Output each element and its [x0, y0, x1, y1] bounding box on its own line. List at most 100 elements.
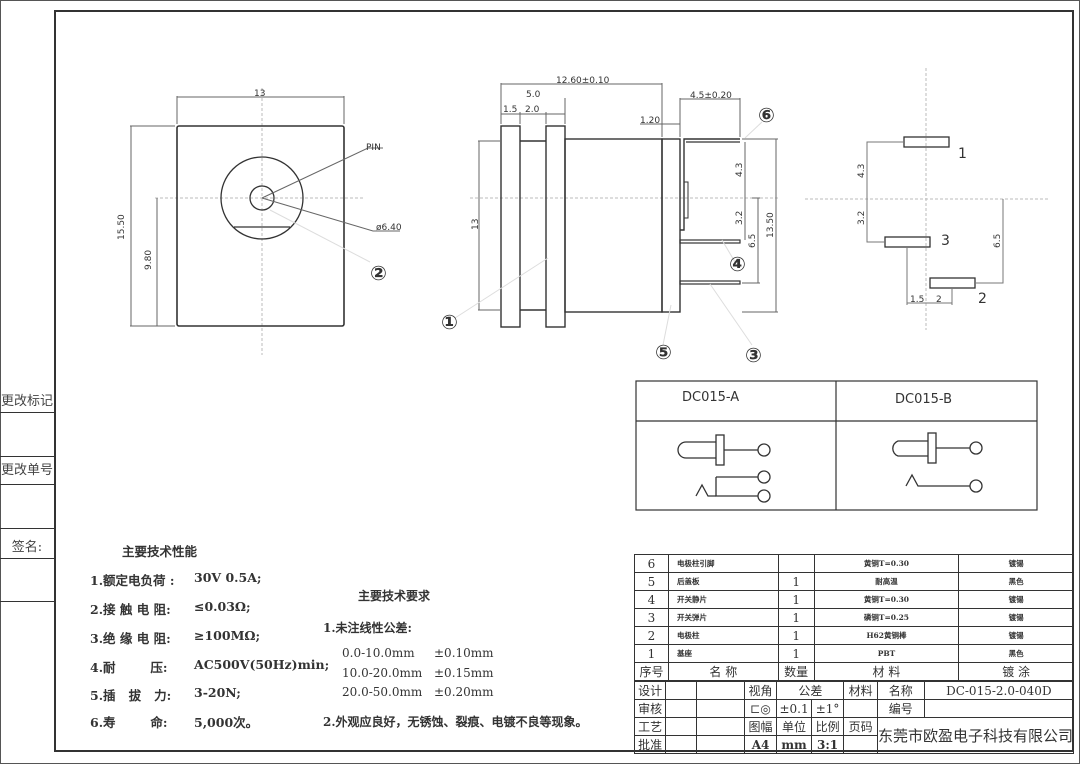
front-width-label: 13	[254, 89, 265, 99]
pin-label: PIN	[366, 143, 381, 153]
callout-2: ②	[370, 261, 387, 285]
diameter-label: ø6.40	[376, 223, 402, 233]
table-cell: A4	[743, 735, 778, 754]
requirement-1: 1.未注线性公差:	[323, 621, 412, 635]
table-cell: 视角	[743, 681, 778, 700]
perf-value: 5,000次。	[194, 715, 259, 730]
contact	[683, 181, 689, 219]
table-cell: 耐高温	[813, 572, 960, 591]
body	[564, 138, 663, 313]
table-cell: 比例	[810, 717, 845, 736]
dim-3-2-label: 3.2	[735, 211, 745, 225]
rear-flange	[545, 125, 566, 328]
callout-4: ④	[729, 252, 746, 276]
table-cell: mm	[776, 735, 812, 754]
table-cell: 6	[634, 554, 669, 573]
table-cell	[843, 735, 878, 754]
bom-header-row: 序号名 称数量材 料镀 涂	[634, 662, 1074, 681]
tol-value: ±0.10mm	[434, 646, 494, 660]
table-cell: 后盖板	[667, 572, 779, 591]
table-cell: 3	[634, 608, 669, 627]
change-number-label: 更改单号	[0, 456, 54, 485]
pin-circle	[249, 185, 275, 211]
pin-pad-2	[929, 277, 976, 289]
change-mark-field	[0, 412, 54, 457]
dim-2-0-label: 2.0	[525, 105, 540, 115]
perf-label: 3.绝 缘 电 阻:	[90, 631, 171, 646]
table-cell	[665, 681, 698, 700]
table-cell: 材料	[843, 681, 878, 700]
pin-label-3: 3	[941, 233, 950, 249]
tol-range: 20.0-50.0mm	[342, 685, 423, 699]
change-mark-label: 更改标记	[0, 394, 53, 409]
flange-label: 5.0	[526, 90, 541, 100]
table-cell	[777, 554, 815, 573]
table-cell: 基座	[667, 644, 779, 663]
table-cell: 数量	[777, 662, 815, 681]
table-cell: 1	[634, 644, 669, 663]
table-cell: 1	[777, 608, 815, 627]
company-name: 东莞市欧盈电子科技有限公司	[876, 717, 1075, 754]
callout-6: ⑥	[758, 103, 775, 127]
variant-b-symbol	[892, 432, 983, 493]
front-view	[130, 88, 400, 355]
table-cell: 1	[777, 644, 815, 663]
table-cell: 图幅	[743, 717, 778, 736]
table-cell: 名 称	[667, 662, 779, 681]
table-cell: 材 料	[813, 662, 960, 681]
table-cell: 工艺	[633, 717, 667, 736]
body-height-label: 13	[471, 219, 481, 230]
table-cell: 公差	[776, 681, 845, 700]
table-cell: 编号	[876, 699, 925, 718]
perf-value: ≥100MΩ;	[194, 628, 261, 643]
table-cell	[923, 699, 1075, 718]
view-angle-icon: ⊏◎	[743, 699, 778, 718]
perf-label: 1.额定电负荷 :	[90, 573, 175, 588]
diameter-leader	[261, 197, 400, 232]
table-cell: 4	[634, 590, 669, 609]
variants-box	[635, 380, 1038, 511]
pin-leader	[261, 147, 383, 199]
table-cell	[696, 735, 745, 754]
table-cell: H62黄铜棒	[813, 626, 960, 645]
perf-value: 3-20N;	[194, 685, 241, 700]
revision-panel: 更改标记 更改单号 签名:	[0, 380, 54, 602]
table-cell: 批准	[633, 735, 667, 754]
callout-1: ①	[441, 310, 458, 334]
performance-title: 主要技术性能	[122, 544, 198, 559]
callout-3: ③	[745, 343, 762, 367]
callout-5: ⑤	[655, 340, 672, 364]
variant-a-label: DC015-A	[682, 390, 739, 405]
signature-label: 签名:	[0, 528, 54, 559]
table-cell: 黑色	[958, 572, 1074, 591]
table-cell: 黄铜T=0.30	[813, 590, 960, 609]
table-cell: 黑色	[958, 644, 1074, 663]
table-cell: 开关弹片	[667, 608, 779, 627]
requirements-title: 主要技术要求	[358, 589, 431, 603]
dim-4-3-label: 4.3	[735, 163, 745, 177]
pin-dim-6-5-label: 6.5	[993, 234, 1003, 248]
front-center-height-label: 9.80	[144, 250, 154, 270]
table-cell	[696, 681, 745, 700]
pin-dim-2-label: 2	[936, 295, 942, 305]
perf-value: ≤0.03Ω;	[194, 599, 251, 614]
perf-label: 2.接 触 电 阻:	[90, 602, 171, 617]
title-block: 设计 视角 公差 材料 名称 DC-015-2.0-040D 审核 ⊏◎ ±0.…	[633, 681, 1075, 754]
table-cell: 电极柱	[667, 626, 779, 645]
pin-3	[679, 280, 741, 285]
table-cell: 审核	[633, 699, 667, 718]
perf-label: 4.耐 压:	[90, 660, 168, 675]
table-cell: 名称	[876, 681, 925, 700]
tol-range: 0.0-10.0mm	[342, 646, 415, 660]
table-cell: 镀 涂	[958, 662, 1074, 681]
table-cell	[665, 717, 698, 736]
table-cell: 1	[777, 590, 815, 609]
table-cell: 黄铜T=0.30	[813, 554, 960, 573]
table-cell: 电极柱引脚	[667, 554, 779, 573]
